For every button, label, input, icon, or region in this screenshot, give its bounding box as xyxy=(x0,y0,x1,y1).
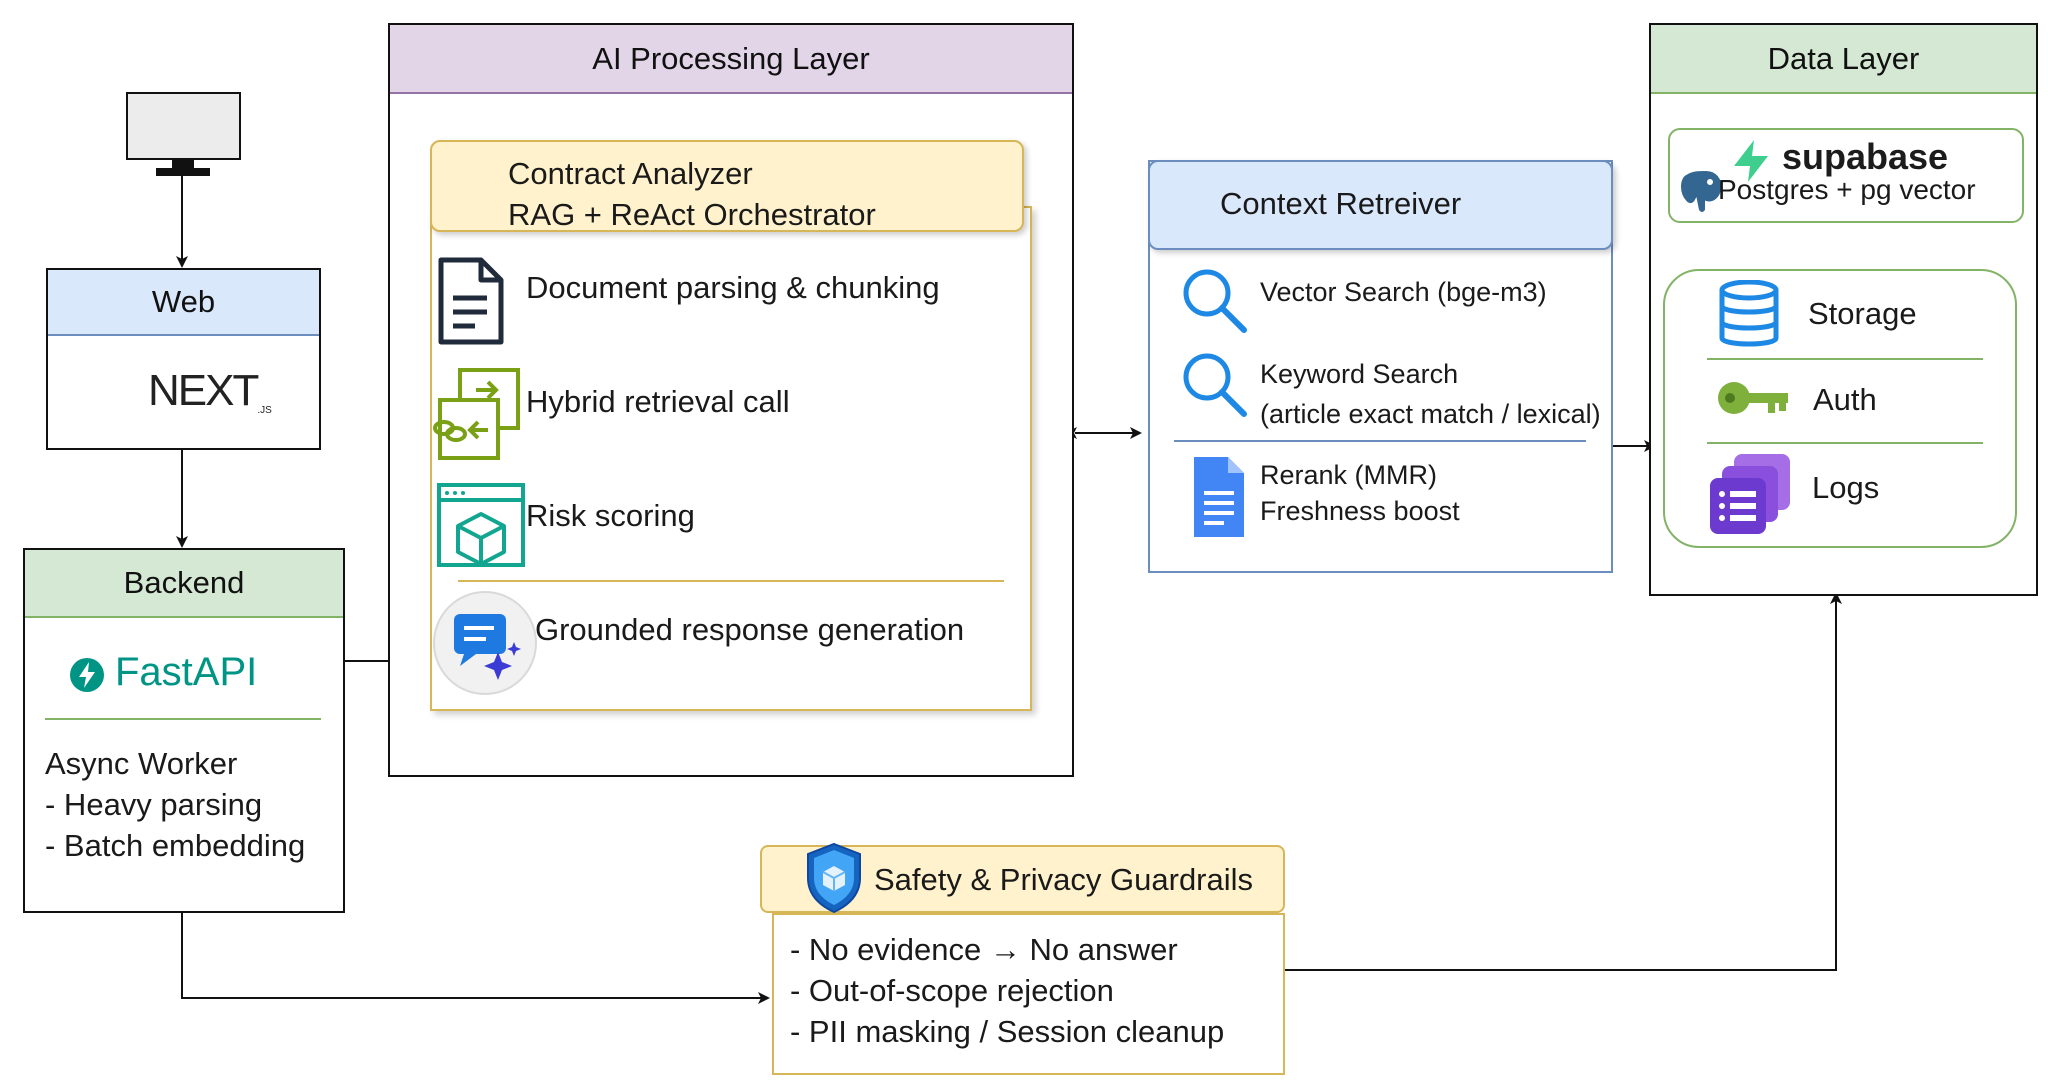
nextjs-logo-text: NEXT xyxy=(148,366,259,415)
data-layer-title: Data Layer xyxy=(1767,40,1920,76)
postgres-elephant-icon xyxy=(1679,168,1724,214)
supabase-card xyxy=(1668,128,2024,223)
backend-header: Backend xyxy=(25,550,343,618)
analyzer-title-line1: Contract Analyzer xyxy=(508,156,753,191)
context-retriever-header: Context Retreiver xyxy=(1148,160,1613,250)
web-title: Web xyxy=(151,284,216,319)
keyword-search-detail: (article exact match / lexical) xyxy=(1260,399,1601,429)
database-icon xyxy=(1719,280,1779,347)
freshness-boost-label: Freshness boost xyxy=(1260,496,1460,526)
backend-box: Backend FastAPI Async Worker - Heavy par… xyxy=(23,548,345,913)
vector-search-label: Vector Search (bge-m3) xyxy=(1260,277,1547,307)
document-icon xyxy=(438,257,504,345)
nextjs-logo-sub: .JS xyxy=(257,405,272,416)
retriever-title: Context Retreiver xyxy=(1220,186,1462,221)
ai-layer-title: AI Processing Layer xyxy=(592,40,870,76)
rerank-label: Rerank (MMR) xyxy=(1260,460,1438,490)
analyzer-divider xyxy=(458,580,1004,582)
ai-layer-header: AI Processing Layer xyxy=(390,25,1072,94)
key-icon xyxy=(1718,382,1788,414)
storage-label: Storage xyxy=(1808,296,1917,331)
monitor-icon xyxy=(126,92,241,176)
auth-label: Auth xyxy=(1813,382,1877,417)
guardrails-box xyxy=(772,913,1285,1075)
supabase-name: supabase xyxy=(1782,136,1949,177)
step-hybrid-retrieval: Hybrid retrieval call xyxy=(526,384,790,419)
search-icon xyxy=(1183,269,1247,333)
worker-item-batch-embedding: - Batch embedding xyxy=(45,828,306,863)
supabase-subtitle: Postgres + pg vector xyxy=(1718,174,1976,205)
arrow-backend-to-guardrails xyxy=(181,913,770,1004)
step-risk-scoring: Risk scoring xyxy=(526,498,695,533)
hybrid-retrieval-icon xyxy=(433,368,520,460)
logs-stack-icon xyxy=(1710,454,1790,534)
nextjs-logo: NEXT.JS xyxy=(148,366,272,416)
keyword-search-label: Keyword Search xyxy=(1260,359,1459,389)
search-icon xyxy=(1183,353,1247,417)
guardrail-pii-masking: - PII masking / Session cleanup xyxy=(790,1014,1225,1049)
arrow-guardrails-to-data xyxy=(1283,592,1842,971)
data-divider-1 xyxy=(1707,358,1983,360)
web-header: Web xyxy=(48,270,319,336)
guardrail-no-evidence: - No evidence → No answer xyxy=(790,932,1178,967)
guardrail-out-of-scope: - Out-of-scope rejection xyxy=(790,973,1114,1008)
data-layer-header: Data Layer xyxy=(1651,25,2036,94)
async-worker-title: Async Worker xyxy=(45,746,238,781)
data-divider-2 xyxy=(1707,442,1983,444)
backend-title: Backend xyxy=(123,565,245,600)
supabase-bolt-icon xyxy=(1734,140,1768,182)
chat-sparkle-icon xyxy=(433,591,537,695)
retriever-divider xyxy=(1174,440,1586,442)
worker-item-heavy-parsing: - Heavy parsing xyxy=(45,787,263,822)
guardrails-title: Safety & Privacy Guardrails xyxy=(874,862,1254,897)
web-box: Web NEXT.JS xyxy=(46,268,321,450)
fastapi-logo-text: FastAPI xyxy=(115,650,258,694)
logs-label: Logs xyxy=(1812,470,1880,505)
risk-cube-icon xyxy=(437,483,525,567)
contract-analyzer-header: Contract Analyzer RAG + ReAct Orchestrat… xyxy=(430,140,1024,232)
step-document-parsing: Document parsing & chunking xyxy=(526,270,940,305)
fastapi-bolt-icon xyxy=(70,658,104,692)
shield-icon xyxy=(807,842,861,914)
backend-divider xyxy=(45,718,321,720)
step-grounded-response: Grounded response generation xyxy=(535,612,965,647)
analyzer-title-line2: RAG + ReAct Orchestrator xyxy=(508,197,876,232)
google-doc-icon xyxy=(1194,457,1244,537)
